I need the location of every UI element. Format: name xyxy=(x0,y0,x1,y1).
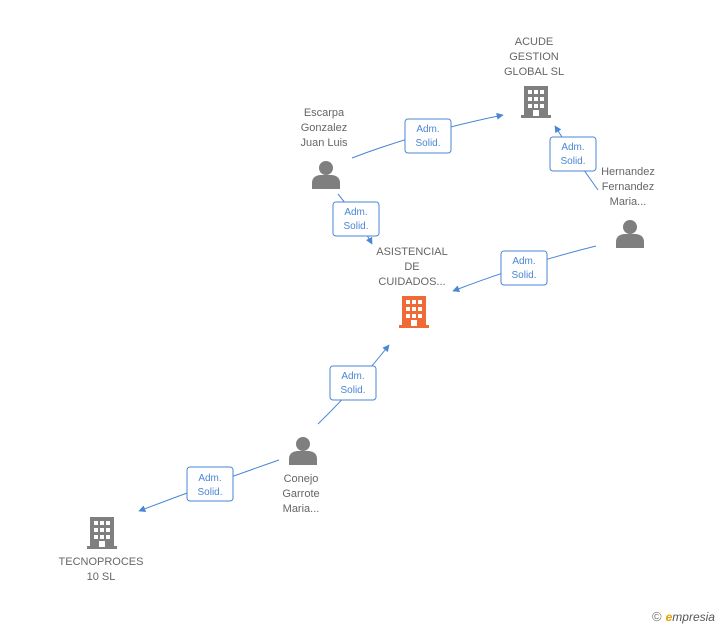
edge-label-line: Solid. xyxy=(340,385,365,396)
node-label-line: Maria... xyxy=(283,503,320,515)
node-asistencial-de-cuidados[interactable]: ASISTENCIAL DE CUIDADOS... xyxy=(376,246,448,328)
edge-label-line: Adm. xyxy=(344,207,367,218)
node-hernandez-fernandez[interactable]: Hernandez Fernandez Maria... xyxy=(601,166,655,248)
node-label-line: Maria... xyxy=(610,196,647,208)
empresia-watermark: ©empresia xyxy=(652,609,715,624)
edge-hernandez-asistencial[interactable]: Adm. Solid. xyxy=(452,245,597,292)
edge-label-line: Solid. xyxy=(560,156,585,167)
edge-escarpa-asistencial[interactable]: Adm. Solid. xyxy=(332,193,380,245)
edge-conejo-tecnoproces[interactable]: Adm. Solid. xyxy=(138,459,280,513)
node-label-line: DE xyxy=(404,261,419,273)
node-tecnoproces[interactable]: TECNOPROCES 10 SL xyxy=(59,517,144,583)
edge-label-line: Adm. xyxy=(512,256,535,267)
node-acude-gestion-global[interactable]: ACUDE GESTION GLOBAL SL xyxy=(504,36,564,118)
brand-name: mpresia xyxy=(672,610,715,624)
building-icon xyxy=(399,296,429,328)
edge-label-line: Adm. xyxy=(198,473,221,484)
copyright-symbol: © xyxy=(652,609,662,624)
node-label-line: Escarpa xyxy=(304,107,345,119)
node-label-line: Fernandez xyxy=(602,181,655,193)
edge-label-line: Adm. xyxy=(416,124,439,135)
node-label-line: ASISTENCIAL xyxy=(376,246,448,258)
node-label-line: Gonzalez xyxy=(301,122,347,134)
edge-label-line: Solid. xyxy=(511,270,536,281)
node-label-line: GESTION xyxy=(509,51,559,63)
edge-hernandez-acude[interactable]: Adm. Solid. xyxy=(549,125,599,191)
edge-conejo-asistencial[interactable]: Adm. Solid. xyxy=(317,344,390,425)
node-label-line: ACUDE xyxy=(515,36,554,48)
node-label-line: Conejo xyxy=(284,473,319,485)
brand-initial: e xyxy=(665,610,673,624)
node-label-line: Juan Luis xyxy=(300,137,348,149)
node-conejo-garrote[interactable]: Conejo Garrote Maria... xyxy=(282,437,320,515)
person-icon xyxy=(289,437,317,465)
node-label-line: Hernandez xyxy=(601,166,655,178)
node-label-line: Garrote xyxy=(282,488,319,500)
edge-label-line: Solid. xyxy=(197,487,222,498)
person-icon xyxy=(312,161,340,189)
node-escarpa-gonzalez[interactable]: Escarpa Gonzalez Juan Luis xyxy=(300,107,348,189)
edge-escarpa-acude[interactable]: Adm. Solid. xyxy=(351,112,504,159)
node-label-line: 10 SL xyxy=(87,571,116,583)
edge-label-line: Solid. xyxy=(343,221,368,232)
edge-label-line: Solid. xyxy=(415,138,440,149)
edge-label-line: Adm. xyxy=(561,142,584,153)
person-icon xyxy=(616,220,644,248)
edge-label-line: Adm. xyxy=(341,371,364,382)
node-label-line: TECNOPROCES xyxy=(59,556,144,568)
building-icon xyxy=(87,517,117,549)
node-label-line: CUIDADOS... xyxy=(378,276,445,288)
node-label-line: GLOBAL SL xyxy=(504,66,564,78)
building-icon xyxy=(521,86,551,118)
